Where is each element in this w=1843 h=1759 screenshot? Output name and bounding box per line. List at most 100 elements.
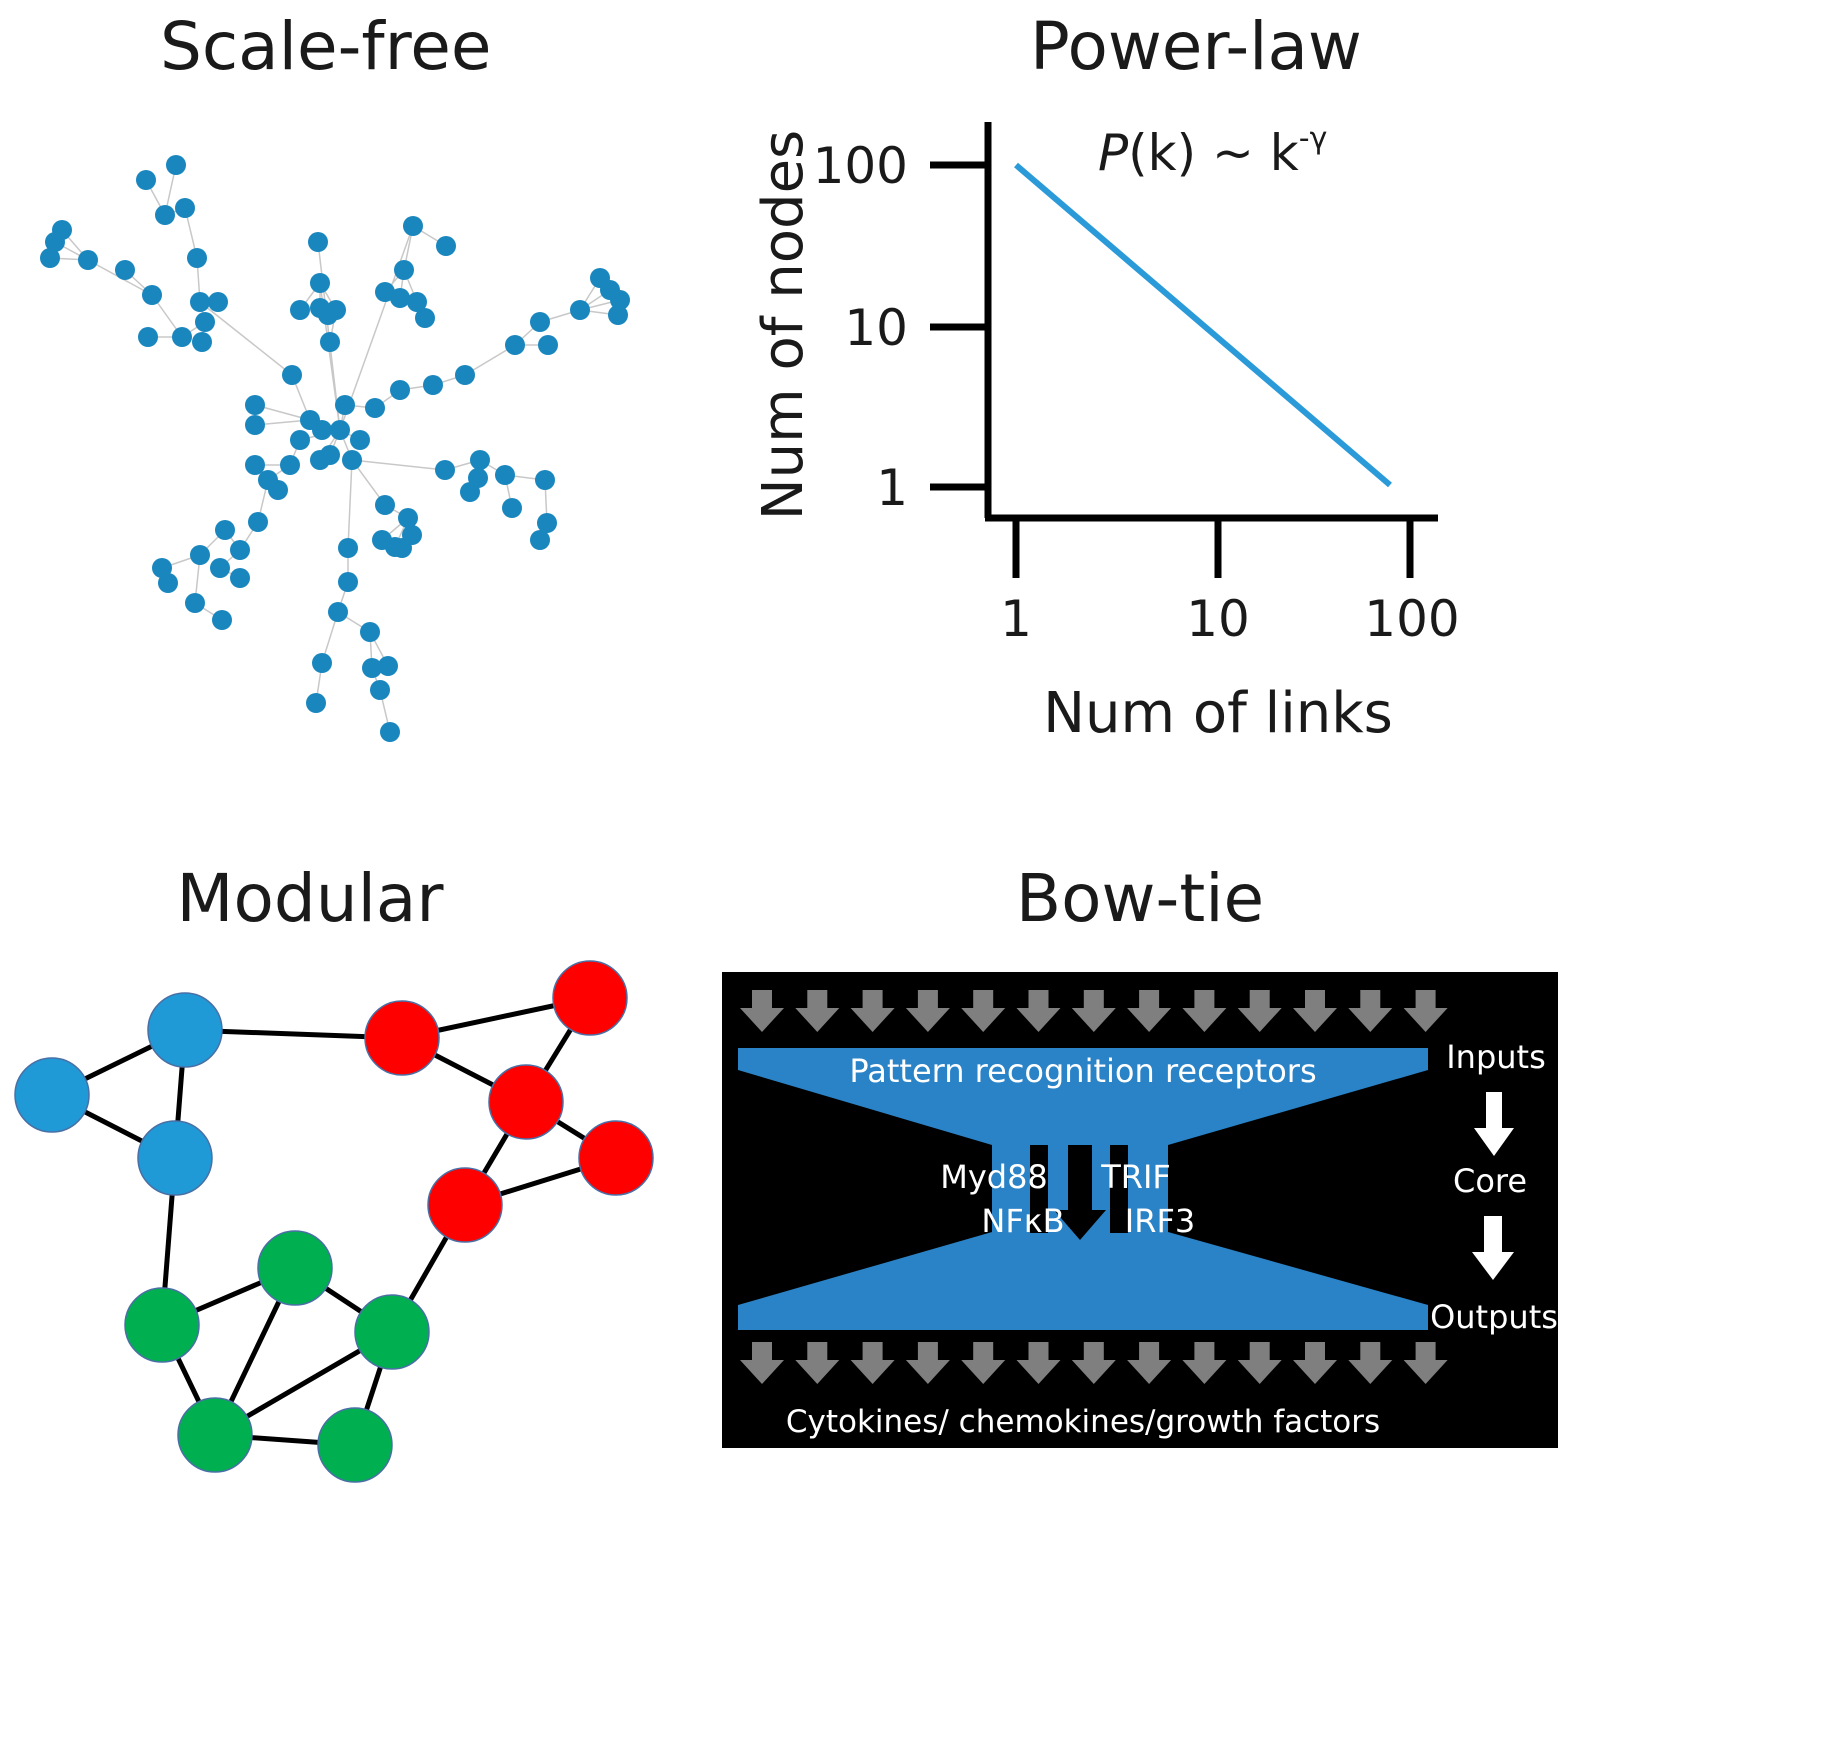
network-edge (164, 207, 186, 216)
network-node (312, 653, 332, 673)
network-node (394, 260, 414, 280)
network-node (372, 530, 392, 550)
network-node (290, 300, 310, 320)
network-edge (87, 259, 153, 296)
gray-down-arrow (795, 990, 840, 1032)
gray-down-arrow (1348, 990, 1393, 1032)
network-node (245, 415, 265, 435)
network-edge (161, 567, 169, 584)
core-label-irf3: IRF3 (1125, 1202, 1195, 1240)
formula-exponent: -γ (1299, 121, 1328, 156)
network-edge (339, 429, 361, 441)
network-node (378, 656, 398, 676)
module-node-blue (137, 1120, 213, 1196)
network-node (142, 285, 162, 305)
network-node (375, 282, 395, 302)
network-node (326, 300, 346, 320)
network-node (306, 693, 326, 713)
network-node (460, 482, 480, 502)
network-node (215, 520, 235, 540)
network-edge (469, 477, 479, 493)
modular-edges (50, 995, 618, 1448)
gray-down-arrow (1293, 1342, 1337, 1384)
network-edge (184, 207, 198, 259)
network-edge (239, 521, 259, 551)
network-node (530, 312, 550, 332)
gray-down-arrow (1071, 1342, 1116, 1384)
network-edge (337, 611, 371, 633)
network-edge (407, 517, 413, 536)
network-edge (319, 429, 341, 461)
output-arrows (740, 1342, 1448, 1384)
side-arrow-inputs-to-core (1474, 1092, 1514, 1156)
network-edge (384, 504, 409, 519)
network-node (455, 365, 475, 385)
network-edge (514, 321, 541, 346)
network-edge (151, 294, 183, 338)
network-node (300, 410, 320, 430)
network-node (310, 273, 330, 293)
network-node (52, 220, 72, 240)
gray-down-arrow (1403, 1342, 1448, 1384)
gray-down-arrow (1348, 1342, 1393, 1384)
network-node (208, 292, 228, 312)
gray-down-arrow (795, 1342, 840, 1384)
x-tick-label-100: 100 (1364, 590, 1459, 648)
network-edge (299, 429, 341, 441)
network-node (185, 593, 205, 613)
network-edge (369, 631, 389, 667)
network-node (328, 602, 348, 622)
network-node (210, 558, 230, 578)
network-edge (539, 522, 548, 541)
network-node (282, 365, 302, 385)
network-edge (164, 164, 177, 216)
module-node-green (177, 1397, 253, 1473)
modular-nodes (14, 960, 654, 1483)
network-node (436, 236, 456, 256)
network-edge (416, 301, 426, 319)
network-edge (394, 517, 409, 548)
module-node-blue (14, 1057, 90, 1133)
network-node (195, 312, 215, 332)
network-node (538, 335, 558, 355)
network-edge (539, 309, 581, 323)
network-edge (289, 439, 301, 466)
gray-down-arrow (1016, 990, 1061, 1032)
core-down-arrow (1054, 1145, 1106, 1240)
network-edge (319, 307, 329, 316)
core-channel-left (1030, 1145, 1048, 1233)
input-arrows (740, 990, 1448, 1032)
module-node-red (552, 960, 628, 1036)
network-node (245, 395, 265, 415)
gray-down-arrow (1127, 1342, 1172, 1384)
network-edge (399, 269, 405, 299)
network-node (390, 288, 410, 308)
network-node (415, 308, 435, 328)
scale-free-nodes (40, 155, 630, 742)
module-node-green (124, 1287, 200, 1363)
gray-down-arrow (1237, 1342, 1282, 1384)
network-edge (124, 269, 153, 296)
bow-tie-funnel (738, 1048, 1428, 1330)
network-edge (54, 241, 89, 261)
network-node (166, 155, 186, 175)
side-arrow-core-to-outputs (1472, 1216, 1514, 1280)
network-edge (257, 479, 269, 523)
network-edge (196, 257, 201, 303)
network-node (158, 573, 178, 593)
network-node (342, 450, 362, 470)
network-node (138, 327, 158, 347)
gray-down-arrow (905, 1342, 950, 1384)
network-node (590, 268, 610, 288)
network-edge (403, 269, 418, 303)
gray-down-arrow (1016, 1342, 1061, 1384)
network-node (78, 250, 98, 270)
network-node (320, 332, 340, 352)
network-edge (579, 289, 611, 311)
network-node (330, 420, 350, 440)
network-node (403, 216, 423, 236)
gray-down-arrow (1403, 990, 1448, 1032)
network-edge (329, 429, 341, 456)
module-node-red (427, 1167, 503, 1243)
network-node (312, 420, 332, 440)
